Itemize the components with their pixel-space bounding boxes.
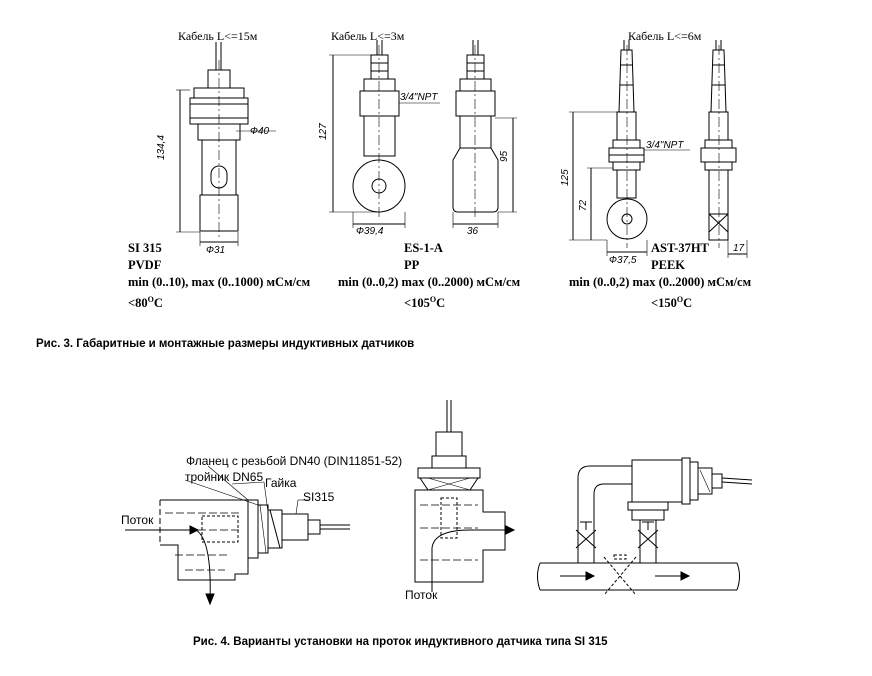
si315-drawing bbox=[176, 42, 276, 246]
figure3-caption: Рис. 3. Габаритные и монтажные размеры и… bbox=[36, 338, 415, 350]
sensor-range: min (0..0,2) max (0..2000) мСм/см bbox=[569, 275, 752, 289]
sensor-range: min (0..0,2) max (0..2000) мСм/см bbox=[338, 275, 521, 289]
cable-label-ast37ht: Кабель L<=6м bbox=[628, 29, 702, 43]
sensor-name: SI 315 bbox=[128, 241, 162, 255]
dim-es-d394: Ф39,4 bbox=[356, 226, 384, 237]
spec-block-si315: SI 315 PVDF min (0..10), max (0..1000) м… bbox=[128, 240, 310, 312]
dim-si315-d31: Ф31 bbox=[206, 245, 226, 256]
sensor-material: PEEK bbox=[651, 258, 686, 272]
cable-label-si315: Кабель L<=15м bbox=[178, 29, 258, 43]
sensor-temp: <80OC bbox=[128, 295, 163, 311]
sensor-material: PP bbox=[404, 258, 420, 272]
dim-ast-17: 17 bbox=[733, 243, 745, 254]
sensor-temp: <105OC bbox=[404, 295, 446, 311]
dim-ast-d375: Ф37,5 bbox=[609, 255, 637, 266]
figure3-drawings bbox=[0, 0, 872, 320]
dim-es-36: 36 bbox=[467, 226, 479, 237]
spec-block-es1a: ES-1-A PP min (0..0,2) max (0..2000) мСм… bbox=[338, 240, 520, 312]
sensor-temp: <150OC bbox=[651, 295, 693, 311]
spec-block-ast37ht: AST-37HT PEEK min (0..0,2) max (0..2000)… bbox=[569, 240, 751, 312]
install-tee-horizontal bbox=[125, 466, 350, 604]
dim-ast-npt: 3/4"NPT bbox=[646, 140, 684, 151]
dim-es-npt: 3/4"NPT bbox=[400, 92, 438, 103]
cable-label-es1a: Кабель L<=3м bbox=[331, 29, 405, 43]
dim-si315-d40: Ф40 bbox=[250, 126, 270, 137]
label-tee: тройник DN65 bbox=[185, 470, 264, 484]
install-bypass bbox=[538, 458, 753, 595]
label-nut: Гайка bbox=[265, 476, 297, 490]
ast37ht-drawing bbox=[569, 40, 747, 258]
sensor-name: AST-37HT bbox=[651, 241, 709, 255]
label-sensor: SI315 bbox=[303, 490, 335, 504]
sensor-name: ES-1-A bbox=[404, 241, 443, 255]
install-tee-vertical bbox=[415, 400, 514, 592]
sensor-range: min (0..10), max (0..1000) мСм/см bbox=[128, 275, 311, 289]
es1a-drawing bbox=[329, 40, 517, 228]
label-flow-middle: Поток bbox=[405, 588, 438, 602]
figure4-caption: Рис. 4. Варианты установки на проток инд… bbox=[193, 636, 608, 648]
label-flow-left: Поток bbox=[121, 513, 154, 527]
sensor-material: PVDF bbox=[128, 258, 162, 272]
label-flange: Фланец с резьбой DN40 (DIN11851-52) bbox=[186, 454, 403, 468]
